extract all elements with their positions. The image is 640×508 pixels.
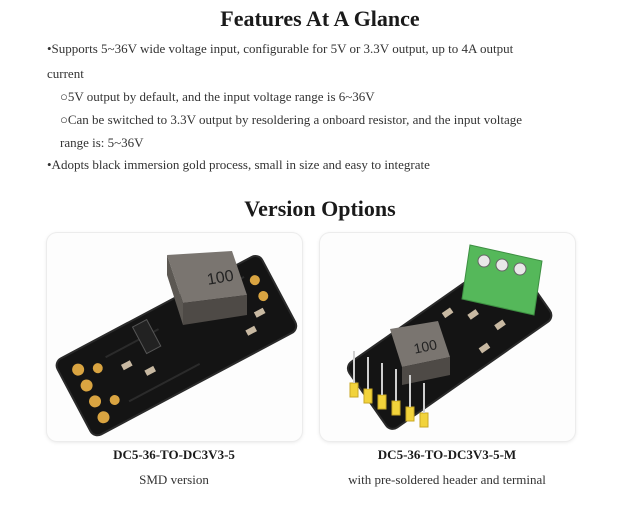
feature-sub-3v3-cont: range is: 5~36V bbox=[60, 135, 144, 150]
product-image-smd: 100 bbox=[47, 233, 302, 441]
feature-bullet-voltage: •Supports 5~36V wide voltage input, conf… bbox=[47, 41, 514, 56]
product-image-module: 100 bbox=[320, 233, 575, 441]
version-desc-smd: SMD version bbox=[139, 472, 209, 487]
inductor-label-module: 100 bbox=[412, 336, 438, 357]
features-heading: Features At A Glance bbox=[220, 6, 420, 31]
version-model-smd: DC5-36-TO-DC3V3-5 bbox=[113, 447, 235, 462]
feature-bullet-process: •Adopts black immersion gold process, sm… bbox=[47, 157, 430, 172]
pin-header bbox=[349, 382, 429, 428]
versions-heading: Version Options bbox=[244, 196, 396, 221]
inductor-smd: 100 bbox=[167, 251, 247, 325]
inductor-label-smd: 100 bbox=[206, 267, 235, 288]
feature-sub-3v3: ○Can be switched to 3.3V output by resol… bbox=[60, 112, 523, 127]
module-board-illustration: 100 bbox=[346, 244, 553, 430]
inductor-module: 100 bbox=[390, 321, 450, 385]
feature-bullet-voltage-cont: current bbox=[47, 66, 84, 81]
terminal-block bbox=[461, 244, 543, 316]
smd-board-illustration: 100 bbox=[55, 251, 298, 437]
feature-sub-5v: ○5V output by default, and the input vol… bbox=[60, 89, 375, 104]
version-model-module: DC5-36-TO-DC3V3-5-M bbox=[377, 447, 517, 462]
version-desc-module: with pre-soldered header and terminal bbox=[348, 472, 546, 487]
